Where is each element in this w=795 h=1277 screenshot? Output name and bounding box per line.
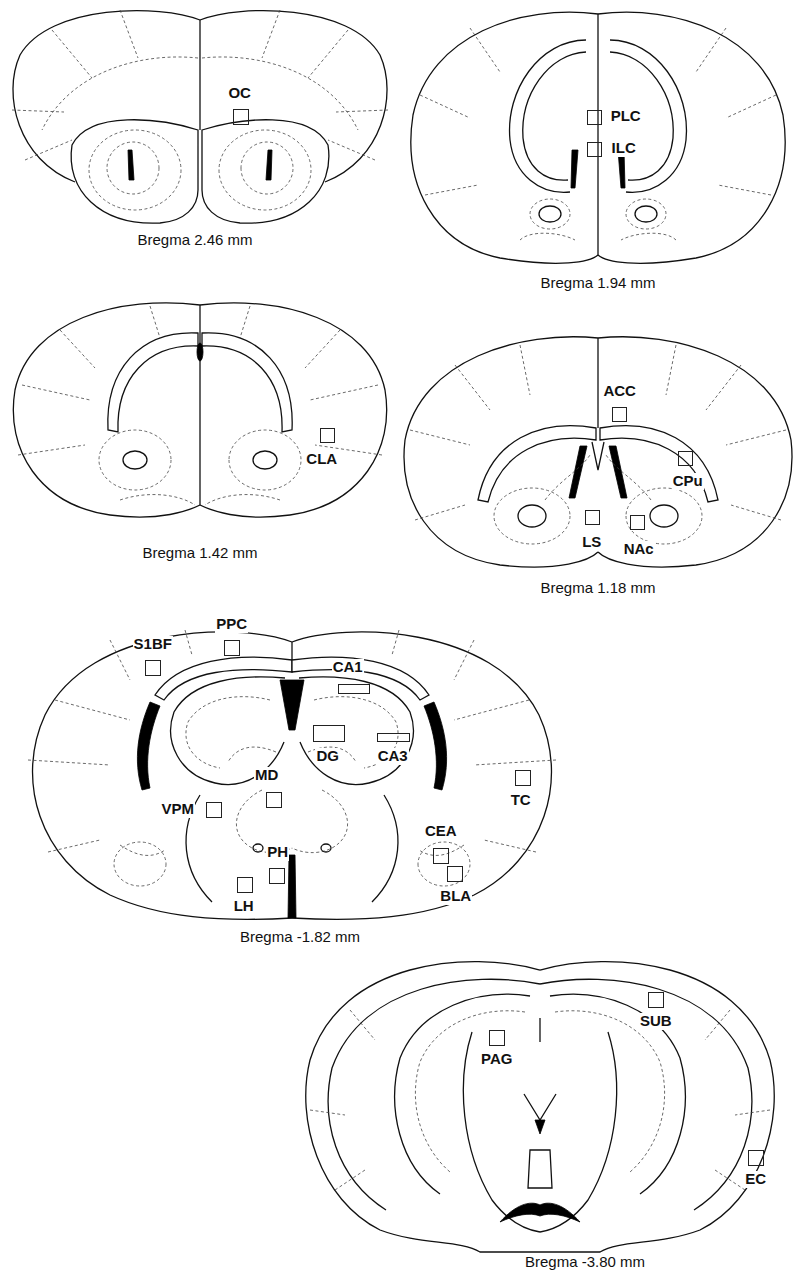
section-outline	[12, 10, 792, 1252]
region-marker: PPC	[224, 640, 240, 656]
region-label: PLC	[610, 108, 642, 125]
section-caption: Bregma -1.82 mm	[238, 928, 362, 945]
region-label: SUB	[639, 1013, 673, 1030]
region-label: OC	[227, 85, 252, 102]
region-marker: PH	[269, 868, 285, 884]
section-outline	[199, 305, 200, 505]
section-outline	[597, 338, 598, 428]
region-marker: CLA	[320, 428, 335, 443]
region-label: ACC	[602, 383, 637, 400]
region-label: PH	[266, 844, 289, 861]
region-label: CEA	[424, 823, 458, 840]
region-marker: NAc	[630, 515, 645, 530]
section-outline	[540, 962, 774, 1252]
section-outline	[13, 303, 200, 517]
section-outline	[200, 303, 387, 517]
region-label: CA3	[377, 748, 409, 765]
region-label: NAc	[623, 541, 655, 558]
section-outline	[404, 337, 598, 567]
region-marker: MD	[266, 792, 282, 808]
region-marker: CEA	[433, 848, 449, 864]
section-outline	[306, 962, 540, 1252]
region-label: BLA	[439, 888, 472, 905]
region-label: DG	[315, 748, 340, 765]
section-outline	[597, 14, 598, 255]
region-marker: PLC	[587, 110, 602, 125]
region-label: VPM	[160, 801, 195, 818]
section-outline	[539, 1018, 540, 1042]
section-outline	[292, 630, 556, 919]
region-label: CLA	[305, 451, 338, 468]
region-label: ILC	[611, 140, 637, 157]
region-marker: VPM	[206, 802, 222, 818]
region-label: PAG	[480, 1051, 513, 1068]
region-marker: ACC	[612, 407, 627, 422]
region-marker: CA1	[338, 684, 370, 694]
section-outline	[199, 20, 200, 130]
region-marker: PAG	[489, 1030, 505, 1046]
section-outline	[288, 855, 296, 918]
section-outline	[291, 642, 292, 660]
section-outline	[28, 630, 292, 919]
region-marker: S1BF	[145, 660, 161, 676]
section-outline	[598, 12, 785, 263]
section-outline	[598, 337, 792, 567]
region-label: CA1	[332, 659, 364, 676]
section-outline	[12, 10, 200, 223]
section-outline	[592, 442, 604, 470]
region-label: LH	[233, 898, 255, 915]
region-label: MD	[254, 767, 279, 784]
section-outline	[500, 1203, 580, 1222]
region-marker: SUB	[648, 992, 664, 1008]
region-marker: CA3	[377, 733, 410, 742]
region-marker: EC	[748, 1150, 764, 1166]
region-marker: BLA	[447, 866, 463, 882]
section-outline	[528, 1150, 552, 1188]
region-label: EC	[744, 1171, 767, 1188]
section-caption: Bregma 1.18 mm	[538, 579, 657, 596]
region-marker: CPu	[678, 451, 693, 466]
region-marker: TC	[515, 770, 531, 786]
section-caption: Bregma 2.46 mm	[135, 231, 254, 248]
section-outline	[197, 343, 203, 361]
region-marker: LS	[585, 510, 600, 525]
region-marker: ILC	[587, 142, 602, 157]
region-label: PPC	[215, 616, 248, 633]
region-label: LS	[581, 534, 602, 551]
section-caption: Bregma -3.80 mm	[523, 1253, 647, 1270]
section-outline	[524, 1094, 556, 1120]
section-outline	[200, 10, 388, 223]
section-outline	[411, 12, 598, 263]
section-outline	[535, 1120, 545, 1134]
section-caption: Bregma 1.94 mm	[538, 274, 657, 291]
region-marker: LH	[237, 877, 253, 893]
section-caption: Bregma 1.42 mm	[140, 544, 259, 561]
section-outline	[280, 680, 304, 730]
region-label: TC	[510, 792, 532, 809]
region-marker: DG	[313, 725, 345, 742]
region-label: CPu	[672, 473, 704, 490]
region-marker: OC	[233, 109, 249, 125]
region-label: S1BF	[133, 636, 173, 653]
